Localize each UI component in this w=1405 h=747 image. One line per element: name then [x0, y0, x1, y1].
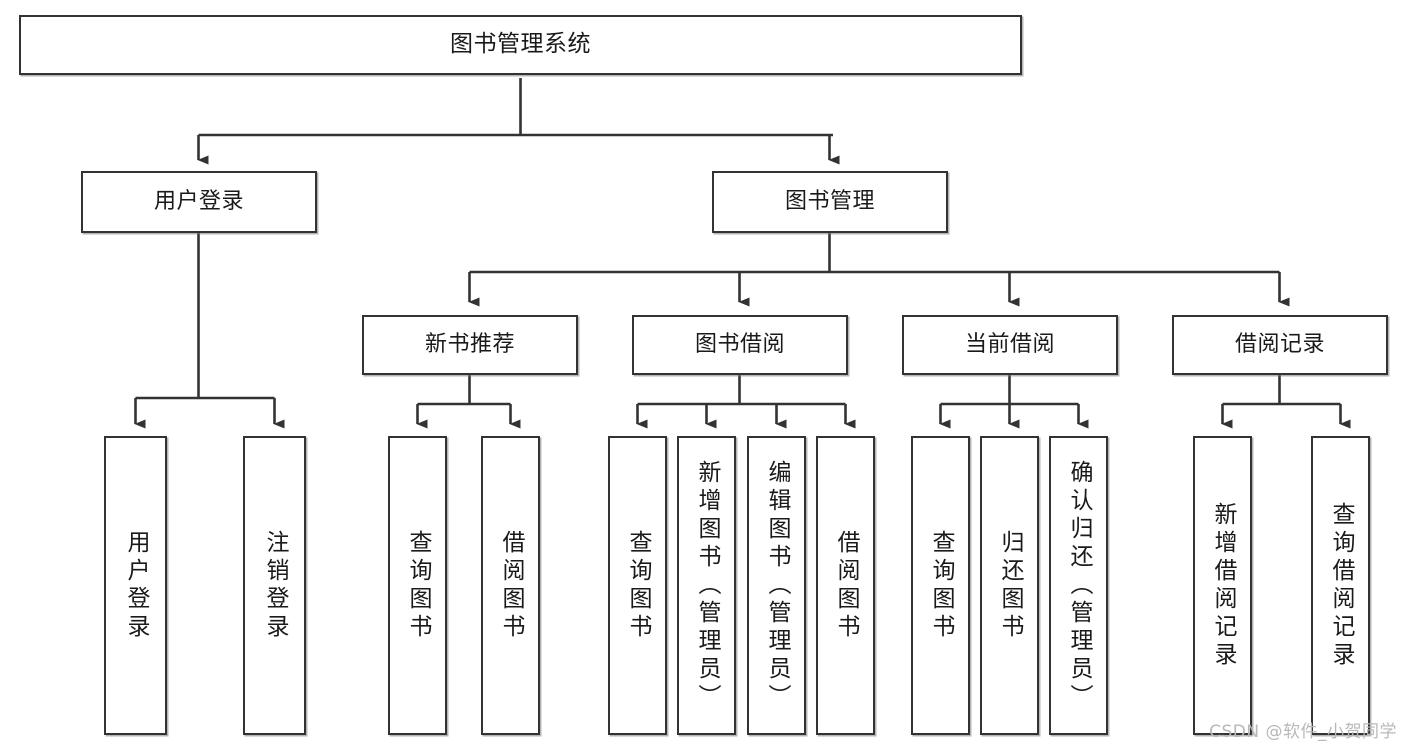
node-leaf-borrow-book-1[interactable]: 借阅图书 [481, 436, 540, 735]
node-label: 图书管理 [784, 189, 875, 215]
node-label: 归还图书 [997, 529, 1023, 642]
node-label: 图书借阅 [694, 332, 785, 358]
node-label: 查询图书 [625, 529, 651, 642]
node-label: 当前借阅 [964, 332, 1055, 358]
watermark: CSDN @软件_小贺同学 [1209, 722, 1397, 742]
node-label: 用户登录 [123, 529, 149, 642]
node-label: 新增借阅记录 [1210, 501, 1236, 670]
node-leaf-query-book-3[interactable]: 查询图书 [911, 436, 970, 735]
node-leaf-add-borrow-record[interactable]: 新增借阅记录 [1193, 436, 1252, 735]
node-label: 新增图书（管理员） [694, 459, 720, 712]
node-label: 编辑图书（管理员） [764, 459, 790, 712]
node-label: 图书管理系统 [450, 31, 591, 58]
node-leaf-logout[interactable]: 注销登录 [243, 436, 306, 735]
node-label: 借阅图书 [833, 529, 859, 642]
node-leaf-query-book-2[interactable]: 查询图书 [608, 436, 667, 735]
node-label: 查询借阅记录 [1328, 501, 1354, 670]
node-label: 借阅记录 [1234, 332, 1325, 358]
node-leaf-query-borrow-record[interactable]: 查询借阅记录 [1311, 436, 1370, 735]
node-new-book-recommend[interactable]: 新书推荐 [362, 315, 578, 375]
node-leaf-user-login[interactable]: 用户登录 [104, 436, 167, 735]
node-label: 借阅图书 [498, 529, 524, 642]
node-label: 用户登录 [153, 189, 244, 215]
node-root-book-management-system[interactable]: 图书管理系统 [19, 15, 1022, 75]
node-current-borrow[interactable]: 当前借阅 [902, 315, 1118, 375]
node-label: 注销登录 [262, 529, 288, 642]
node-leaf-borrow-book-2[interactable]: 借阅图书 [816, 436, 875, 735]
node-leaf-query-book-1[interactable]: 查询图书 [388, 436, 447, 735]
node-leaf-edit-book-admin[interactable]: 编辑图书（管理员） [747, 436, 806, 735]
node-book-borrow[interactable]: 图书借阅 [632, 315, 848, 375]
node-label: 查询图书 [928, 529, 954, 642]
node-book-management[interactable]: 图书管理 [712, 171, 948, 233]
node-user-login[interactable]: 用户登录 [81, 171, 317, 233]
node-label: 新书推荐 [424, 332, 515, 358]
node-leaf-add-book-admin[interactable]: 新增图书（管理员） [677, 436, 736, 735]
node-borrow-record[interactable]: 借阅记录 [1172, 315, 1388, 375]
node-leaf-return-book[interactable]: 归还图书 [980, 436, 1039, 735]
node-label: 查询图书 [405, 529, 431, 642]
node-label: 确认归还（管理员） [1066, 459, 1092, 712]
node-leaf-confirm-return-admin[interactable]: 确认归还（管理员） [1049, 436, 1108, 735]
